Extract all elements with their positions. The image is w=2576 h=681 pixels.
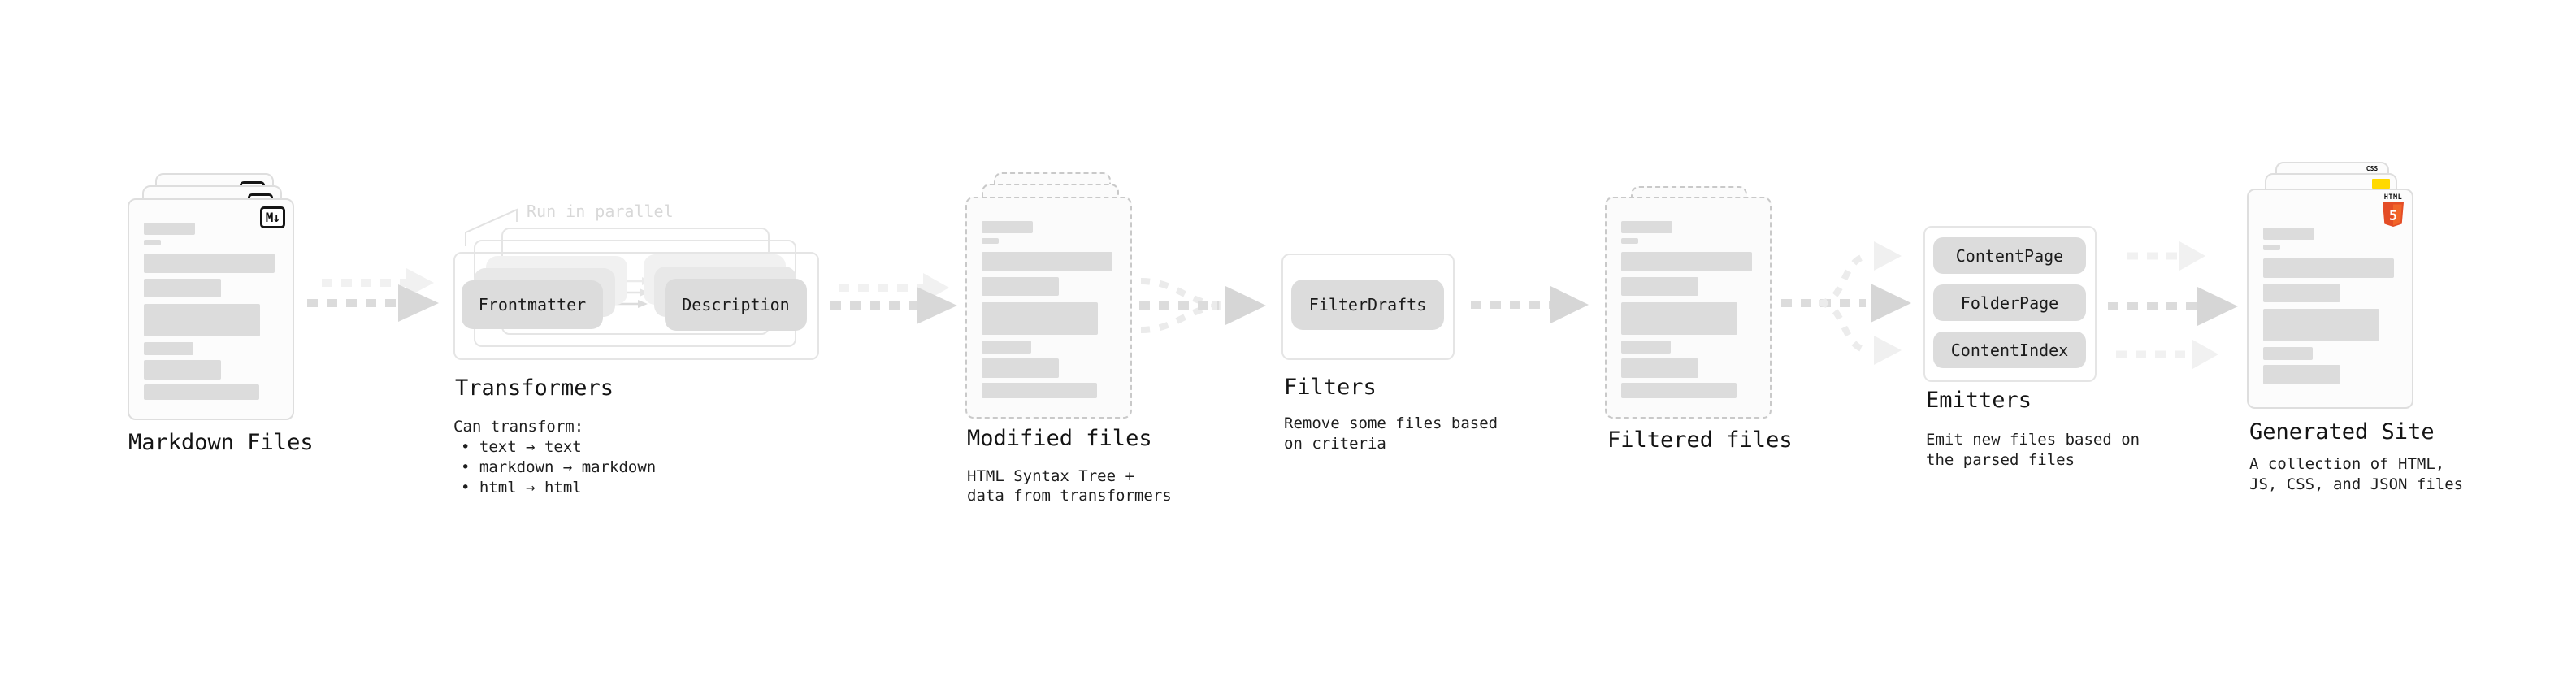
markdown-file-card-front: M↓: [128, 198, 294, 420]
document-text-placeholder: [144, 223, 275, 400]
description-pill: Description: [665, 279, 807, 331]
contentindex-pill: ContentIndex: [1933, 332, 2086, 368]
filtered-file-card-front: [1605, 197, 1772, 419]
markdown-files-label: Markdown Files: [128, 430, 314, 455]
document-text-placeholder: [2263, 228, 2394, 389]
note-line: JS, CSS, and JSON files: [2249, 475, 2464, 493]
arrow-transformers-to-modified: [830, 287, 957, 324]
modified-files-label: Modified files: [967, 426, 1152, 451]
transformer-frame-front: [453, 252, 819, 360]
site-file-card-html: HTML 5: [2247, 189, 2413, 409]
arrow-filters-to-filtered: [1471, 286, 1589, 323]
filters-frame: [1281, 254, 1455, 360]
note-line: Emit new files based on: [1926, 431, 2140, 449]
transformers-note: Can transform: • text → text • markdown …: [453, 417, 656, 498]
markdown-icon: M↓: [259, 206, 285, 228]
js-file-icon: [2372, 179, 2390, 189]
transformers-bullet: • html → html: [461, 479, 582, 497]
note-line: data from transformers: [967, 487, 1172, 505]
transformers-bullet: • text → text: [461, 438, 582, 456]
css-icon-label: CSS: [2366, 165, 2379, 172]
run-in-parallel-annotation: Run in parallel: [527, 202, 674, 221]
arrow-emitters-to-site-bottom: [2116, 340, 2218, 369]
transformers-label: Transformers: [455, 375, 614, 401]
transformers-note-heading: Can transform:: [453, 418, 584, 436]
document-text-placeholder: [1621, 221, 1752, 398]
html5-icon-number: 5: [2389, 208, 2397, 224]
note-line: Remove some files based: [1284, 414, 1498, 432]
emitters-note: Emit new files based on the parsed files: [1926, 430, 2140, 471]
note-line: on criteria: [1284, 435, 1386, 453]
folderpage-pill: FolderPage: [1933, 284, 2086, 321]
arrow-markdown-to-transformers-light: [322, 268, 434, 297]
frontmatter-pill: Frontmatter: [462, 280, 603, 329]
filtered-files-label: Filtered files: [1607, 427, 1793, 453]
modified-file-card-front: [965, 197, 1132, 419]
filters-note: Remove some files based on criteria: [1284, 414, 1498, 454]
note-line: A collection of HTML,: [2249, 455, 2445, 473]
modified-files-note: HTML Syntax Tree + data from transformer…: [967, 466, 1172, 505]
transformers-bullet: • markdown → markdown: [461, 458, 657, 476]
arrow-emitters-to-site-top: [2127, 241, 2205, 271]
document-text-placeholder: [982, 221, 1112, 398]
html5-icon: HTML 5: [2381, 194, 2405, 230]
html5-icon-word: HTML: [2383, 193, 2403, 202]
generated-site-note: A collection of HTML, JS, CSS, and JSON …: [2249, 454, 2463, 495]
emitters-frame: [1923, 226, 2097, 382]
arrow-filtered-to-emitters-diverge: [1781, 241, 1911, 365]
emitters-label: Emitters: [1926, 388, 2032, 413]
contentpage-pill: ContentPage: [1933, 237, 2086, 274]
arrow-markdown-to-transformers: [307, 284, 439, 322]
html5-shield: 5: [2383, 202, 2404, 227]
arrow-modified-to-filters-converge: [1139, 278, 1266, 333]
generated-site-label: Generated Site: [2249, 419, 2435, 445]
arrow-emitters-to-site-middle: [2108, 287, 2238, 326]
note-line: HTML Syntax Tree +: [967, 467, 1134, 485]
filters-label: Filters: [1284, 375, 1377, 400]
run-in-parallel-leader-line: [465, 208, 518, 246]
note-line: the parsed files: [1926, 451, 2075, 469]
filterdrafts-pill: FilterDrafts: [1291, 280, 1444, 330]
